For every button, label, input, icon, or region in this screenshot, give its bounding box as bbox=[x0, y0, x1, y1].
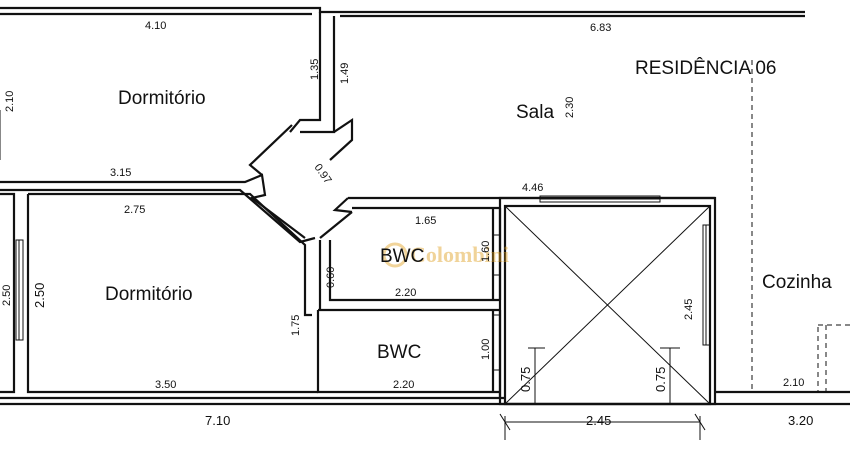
dim-label: 3.50 bbox=[155, 379, 176, 391]
plan-title: RESIDÊNCIA 06 bbox=[635, 57, 777, 79]
walls bbox=[0, 6, 850, 406]
dim-label: 2.45 bbox=[586, 413, 611, 428]
dim-label: 2.20 bbox=[395, 287, 416, 299]
room-bwc-bottom: BWC bbox=[377, 342, 421, 363]
dim-label: 1.49 bbox=[339, 63, 351, 84]
dim-label: 0.60 bbox=[325, 267, 337, 288]
dim-label: 3.20 bbox=[788, 413, 813, 428]
room-bwc-top: BWC bbox=[380, 246, 424, 267]
dim-label: 3.15 bbox=[110, 167, 131, 179]
dim-label: 2.50 bbox=[1, 285, 13, 306]
dim-label: 2.50 bbox=[32, 283, 47, 308]
watermark-logo: Colombini bbox=[382, 242, 509, 268]
dimension-lines bbox=[499, 347, 706, 440]
dim-label: 6.83 bbox=[590, 22, 611, 34]
room-dormitorio-bottom: Dormitório bbox=[105, 284, 193, 305]
dim-label: 1.65 bbox=[415, 215, 436, 227]
dim-label: 0.75 bbox=[518, 367, 533, 392]
dim-label: 2.45 bbox=[683, 299, 695, 320]
dim-label: 2.75 bbox=[124, 204, 145, 216]
dim-label: 1.60 bbox=[480, 241, 492, 262]
dim-label: 2.30 bbox=[564, 97, 576, 118]
dim-label: 4.10 bbox=[145, 20, 166, 32]
dim-label: 0.97 bbox=[312, 162, 334, 186]
watermark: Colombini bbox=[410, 242, 509, 267]
dim-label: 2.20 bbox=[393, 379, 414, 391]
room-cozinha: Cozinha bbox=[762, 272, 832, 293]
dim-label: 2.10 bbox=[4, 91, 16, 112]
dim-label: 2.10 bbox=[783, 377, 804, 389]
dim-label: 0.75 bbox=[653, 367, 668, 392]
dim-label: 4.46 bbox=[522, 182, 543, 194]
dim-label: 1.35 bbox=[309, 59, 321, 80]
room-dormitorio-top: Dormitório bbox=[118, 88, 206, 109]
dim-label: 1.00 bbox=[480, 339, 492, 360]
windows bbox=[0, 110, 711, 371]
dim-label: 7.10 bbox=[205, 413, 230, 428]
dim-label: 1.75 bbox=[290, 315, 302, 336]
room-sala: Sala bbox=[516, 102, 554, 123]
